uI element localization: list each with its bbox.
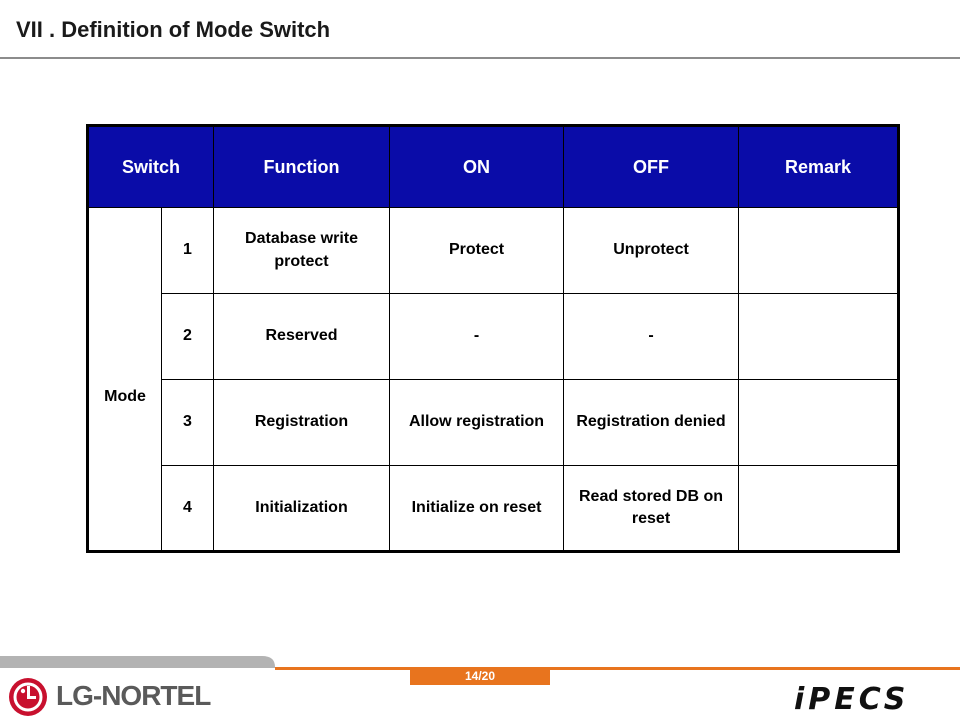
lg-nortel-logo: LG-NORTEL [56,680,211,711]
switch-number: 1 [160,207,215,294]
on-cell: Protect [389,207,565,294]
header-switch: Switch [86,125,215,208]
lg-face-logo-icon [9,678,47,716]
ipecs-logo: iPECS [794,682,910,717]
off-cell: Registration denied [563,379,740,466]
switch-number: 4 [160,465,215,552]
header-on: ON [389,125,565,208]
remark-cell [738,207,900,294]
off-cell: - [563,293,740,380]
switch-number: 2 [160,293,215,380]
remark-cell [738,465,900,552]
on-cell: - [389,293,565,380]
off-cell: Unprotect [563,207,740,294]
off-cell: Read stored DB on reset [563,465,740,552]
mode-switch-table: Switch Function ON OFF Remark Mode 1 Dat… [86,124,901,553]
page-number: 14/20 [410,668,550,685]
footer-gray-swoosh [0,656,275,668]
remark-cell [738,293,900,380]
function-cell: Database write protect [213,207,391,294]
switch-number: 3 [160,379,215,466]
function-cell: Registration [213,379,391,466]
function-cell: Initialization [213,465,391,552]
footer-orange-line [275,667,960,670]
mode-group-label: Mode [87,207,162,552]
table-header-row: Switch Function ON OFF Remark [86,125,900,208]
on-cell: Allow registration [389,379,565,466]
table-row: 4 Initialization Initialize on reset Rea… [88,465,900,552]
slide-title: VII . Definition of Mode Switch [16,17,331,42]
header-function: Function [213,125,391,208]
header-remark: Remark [738,125,900,208]
table-row: 3 Registration Allow registration Regist… [88,379,900,466]
on-cell: Initialize on reset [389,465,565,552]
function-cell: Reserved [213,293,391,380]
table-row: Mode 1 Database write protect Protect Un… [87,207,900,552]
header-off: OFF [563,125,740,208]
table-row: 2 Reserved - - [88,293,900,380]
title-divider [0,57,960,59]
remark-cell [738,379,900,466]
